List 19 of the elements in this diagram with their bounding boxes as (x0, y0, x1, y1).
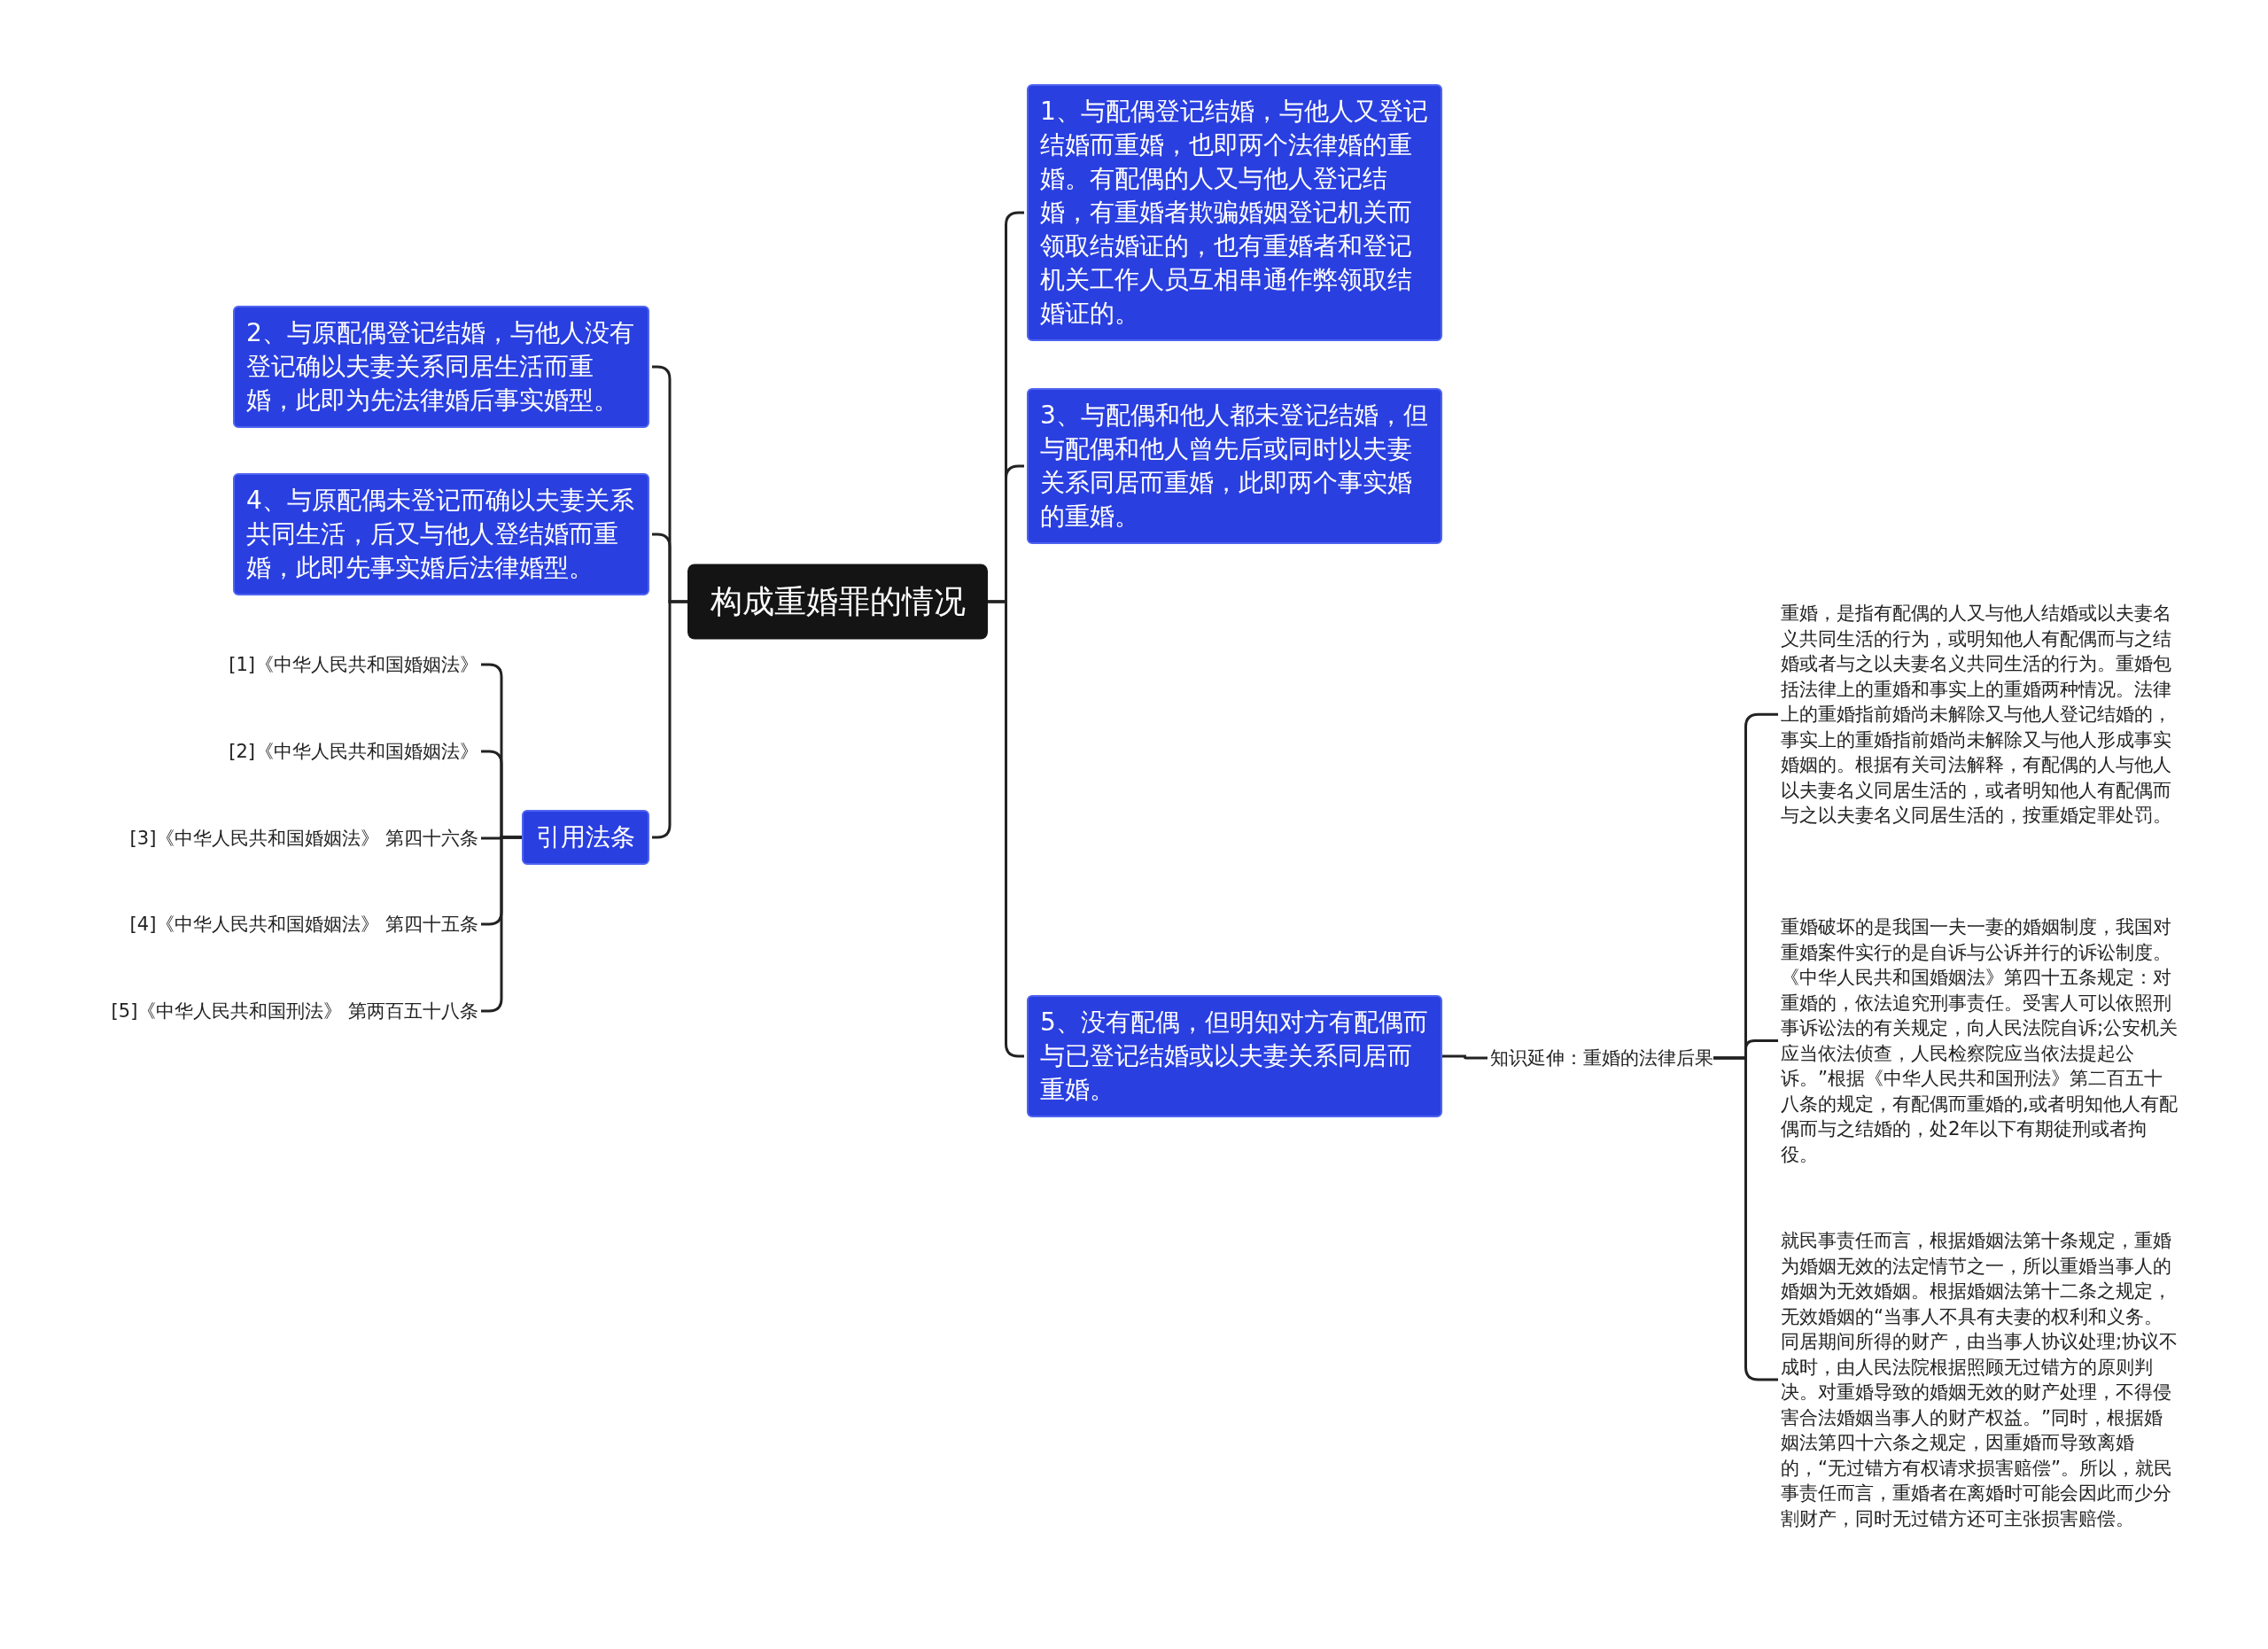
central-topic-box: 构成重婚罪的情况 (687, 564, 988, 640)
topic-box: 5、没有配偶，但明知对方有配偶而与已登记结婚或以夫妻关系同居而重婚。 (1027, 995, 1442, 1117)
topic-box: 4、与原配偶未登记而确以夫妻关系共同生活，后又与他人登结婚而重婚，此即先事实婚后法律婚型。 (233, 473, 649, 595)
topic-box: 引用法条 (522, 810, 649, 865)
paragraph-text: 重婚破坏的是我国一夫一妻的婚姻制度，我国对重婚案件实行的是自诉与公诉并行的诉讼制度。《中华人民共和国婚姻法》第四十五条规定：对重婚的，依法追究刑事责任。受害人可以依照刑事诉讼法的有关规定，向人民法院自诉;公安机关应当依法侦查，人民检察院应当依法提起公诉。”根据《中华人民共和国刑法》第二百五十八条的规定，有配偶而重婚的,或者明知他人有配偶而与之结婚的，处2年以下有期徒刑或者拘役。 (1781, 914, 2179, 1167)
reference-text: [1]《中华人民共和国婚姻法》 (229, 652, 478, 677)
connector-line (1713, 1056, 1778, 1381)
connector-line (988, 600, 1024, 1058)
paragraph-text: 就民事责任而言，根据婚姻法第十条规定，重婚为婚姻无效的法定情节之一，所以重婚当事人的婚姻为无效婚姻。根据婚姻法第十二条之规定，无效婚姻的“当事人不具有夫妻的权利和义务。同居期间所得的财产，由当事人协议处理;协议不成时，由人民法院根据照顾无过错方的原则判决。对重婚导致的婚姻无效的财产处理，不得侵害合法婚姻当事人的财产权益。”同时，根据婚姻法第四十六条之规定，因重婚而导致离婚的，“无过错方有权请求损害赔偿”。所以，就民事责任而言，重婚者在离婚时可能会因此而少分割财产，同时无过错方还可主张损害赔偿。 (1781, 1228, 2179, 1531)
connector-line (1442, 1054, 1487, 1060)
paragraph-text: 重婚，是指有配偶的人又与他人结婚或以夫妻名义共同生活的行为，或明知他人有配偶而与之结婚或者与之以夫妻名义共同生活的行为。重婚包括法律上的重婚和事实上的重婚两种情况。法律上的重婚指前婚尚未解除又与他人登记结婚的，事实上的重婚指前婚尚未解除又与他人形成事实婚姻的。根据有关司法解释，有配偶的人与他人以夫妻名义同居生活的，或者明知他人有配偶而与之以夫妻名义同居生活的，按重婚定罪处罚。 (1781, 601, 2179, 828)
reference-text: [3]《中华人民共和国婚姻法》 第四十六条 (129, 826, 478, 851)
reference-text: 知识延伸：重婚的法律后果 (1490, 1046, 1713, 1070)
topic-box: 2、与原配偶登记结婚，与他人没有登记确以夫妻关系同居生活而重婚，此即为先法律婚后事实婚型。 (233, 306, 649, 428)
topic-box: 1、与配偶登记结婚，与他人又登记结婚而重婚，也即两个法律婚的重婚。有配偶的人又与他人登记结婚，有重婚者欺骗婚姻登记机关而领取结婚证的，也有重婚者和登记机关工作人员互相串通作弊领取结婚证的。 (1027, 84, 1442, 341)
reference-text: [4]《中华人民共和国婚姻法》 第四十五条 (129, 912, 478, 937)
reference-text: [5]《中华人民共和国刑法》 第两百五十八条 (111, 999, 478, 1023)
reference-text: [2]《中华人民共和国婚姻法》 (229, 739, 478, 764)
topic-box: 3、与配偶和他人都未登记结婚，但与配偶和他人曾先后或同时以夫妻关系同居而重婚，此即两个事实婚的重婚。 (1027, 388, 1442, 544)
